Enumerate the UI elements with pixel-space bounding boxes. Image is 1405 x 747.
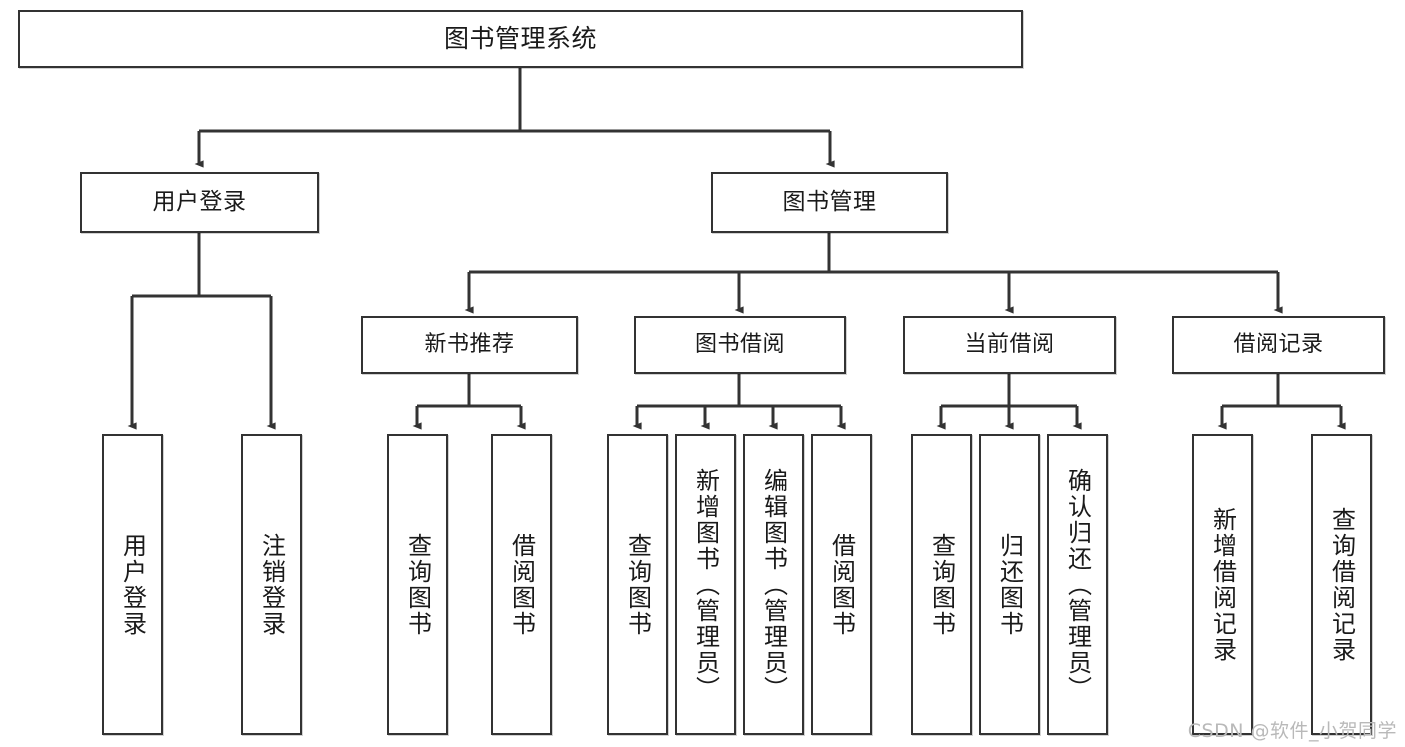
leaf-query-book-current-label: 查询图书: [927, 532, 956, 637]
leaf-query-borrow-record-label: 查询借阅记录: [1327, 506, 1356, 663]
watermark-text: CSDN @软件_小贺同学: [1187, 720, 1397, 742]
leaf-query-book-recommend[interactable]: 查询图书: [387, 434, 448, 735]
node-book-borrow-label: 图书借阅: [694, 332, 785, 358]
leaf-add-book-admin[interactable]: 新增图书（管理员）: [675, 434, 736, 735]
leaf-add-borrow-record-label: 新增借阅记录: [1208, 506, 1237, 663]
node-current-borrow-label: 当前借阅: [964, 332, 1055, 358]
leaf-confirm-return-admin[interactable]: 确认归还（管理员）: [1047, 434, 1108, 735]
leaf-confirm-return-admin-label: 确认归还（管理员）: [1063, 467, 1092, 702]
leaf-query-book-borrow[interactable]: 查询图书: [607, 434, 668, 735]
leaf-edit-book-admin-label: 编辑图书（管理员）: [759, 467, 788, 702]
leaf-borrow-book-recommend[interactable]: 借阅图书: [491, 434, 552, 735]
node-current-borrow[interactable]: 当前借阅: [903, 316, 1116, 374]
node-borrow-record[interactable]: 借阅记录: [1172, 316, 1385, 374]
leaf-query-book-recommend-label: 查询图书: [403, 532, 432, 637]
node-new-book-recommend-label: 新书推荐: [424, 332, 515, 358]
leaf-add-borrow-record[interactable]: 新增借阅记录: [1192, 434, 1253, 735]
node-borrow-record-label: 借阅记录: [1233, 332, 1324, 358]
leaf-query-borrow-record[interactable]: 查询借阅记录: [1311, 434, 1372, 735]
node-book-borrow[interactable]: 图书借阅: [634, 316, 846, 374]
leaf-return-book[interactable]: 归还图书: [979, 434, 1040, 735]
leaf-logout[interactable]: 注销登录: [241, 434, 302, 735]
leaf-logout-label: 注销登录: [257, 532, 286, 637]
node-book-management-label: 图书管理: [782, 188, 877, 215]
leaf-borrow-book[interactable]: 借阅图书: [811, 434, 872, 735]
leaf-query-book-borrow-label: 查询图书: [623, 532, 652, 637]
node-root-system-label: 图书管理系统: [443, 24, 597, 54]
node-book-management[interactable]: 图书管理: [711, 172, 948, 233]
leaf-user-login[interactable]: 用户登录: [102, 434, 163, 735]
node-user-login[interactable]: 用户登录: [80, 172, 319, 233]
node-new-book-recommend[interactable]: 新书推荐: [361, 316, 578, 374]
leaf-return-book-label: 归还图书: [995, 532, 1024, 637]
leaf-borrow-book-recommend-label: 借阅图书: [507, 532, 536, 637]
leaf-borrow-book-label: 借阅图书: [827, 532, 856, 637]
leaf-query-book-current[interactable]: 查询图书: [911, 434, 972, 735]
leaf-add-book-admin-label: 新增图书（管理员）: [691, 467, 720, 702]
node-root-system[interactable]: 图书管理系统: [18, 10, 1023, 68]
node-user-login-label: 用户登录: [152, 188, 247, 215]
leaf-edit-book-admin[interactable]: 编辑图书（管理员）: [743, 434, 804, 735]
leaf-user-login-label: 用户登录: [118, 532, 147, 637]
